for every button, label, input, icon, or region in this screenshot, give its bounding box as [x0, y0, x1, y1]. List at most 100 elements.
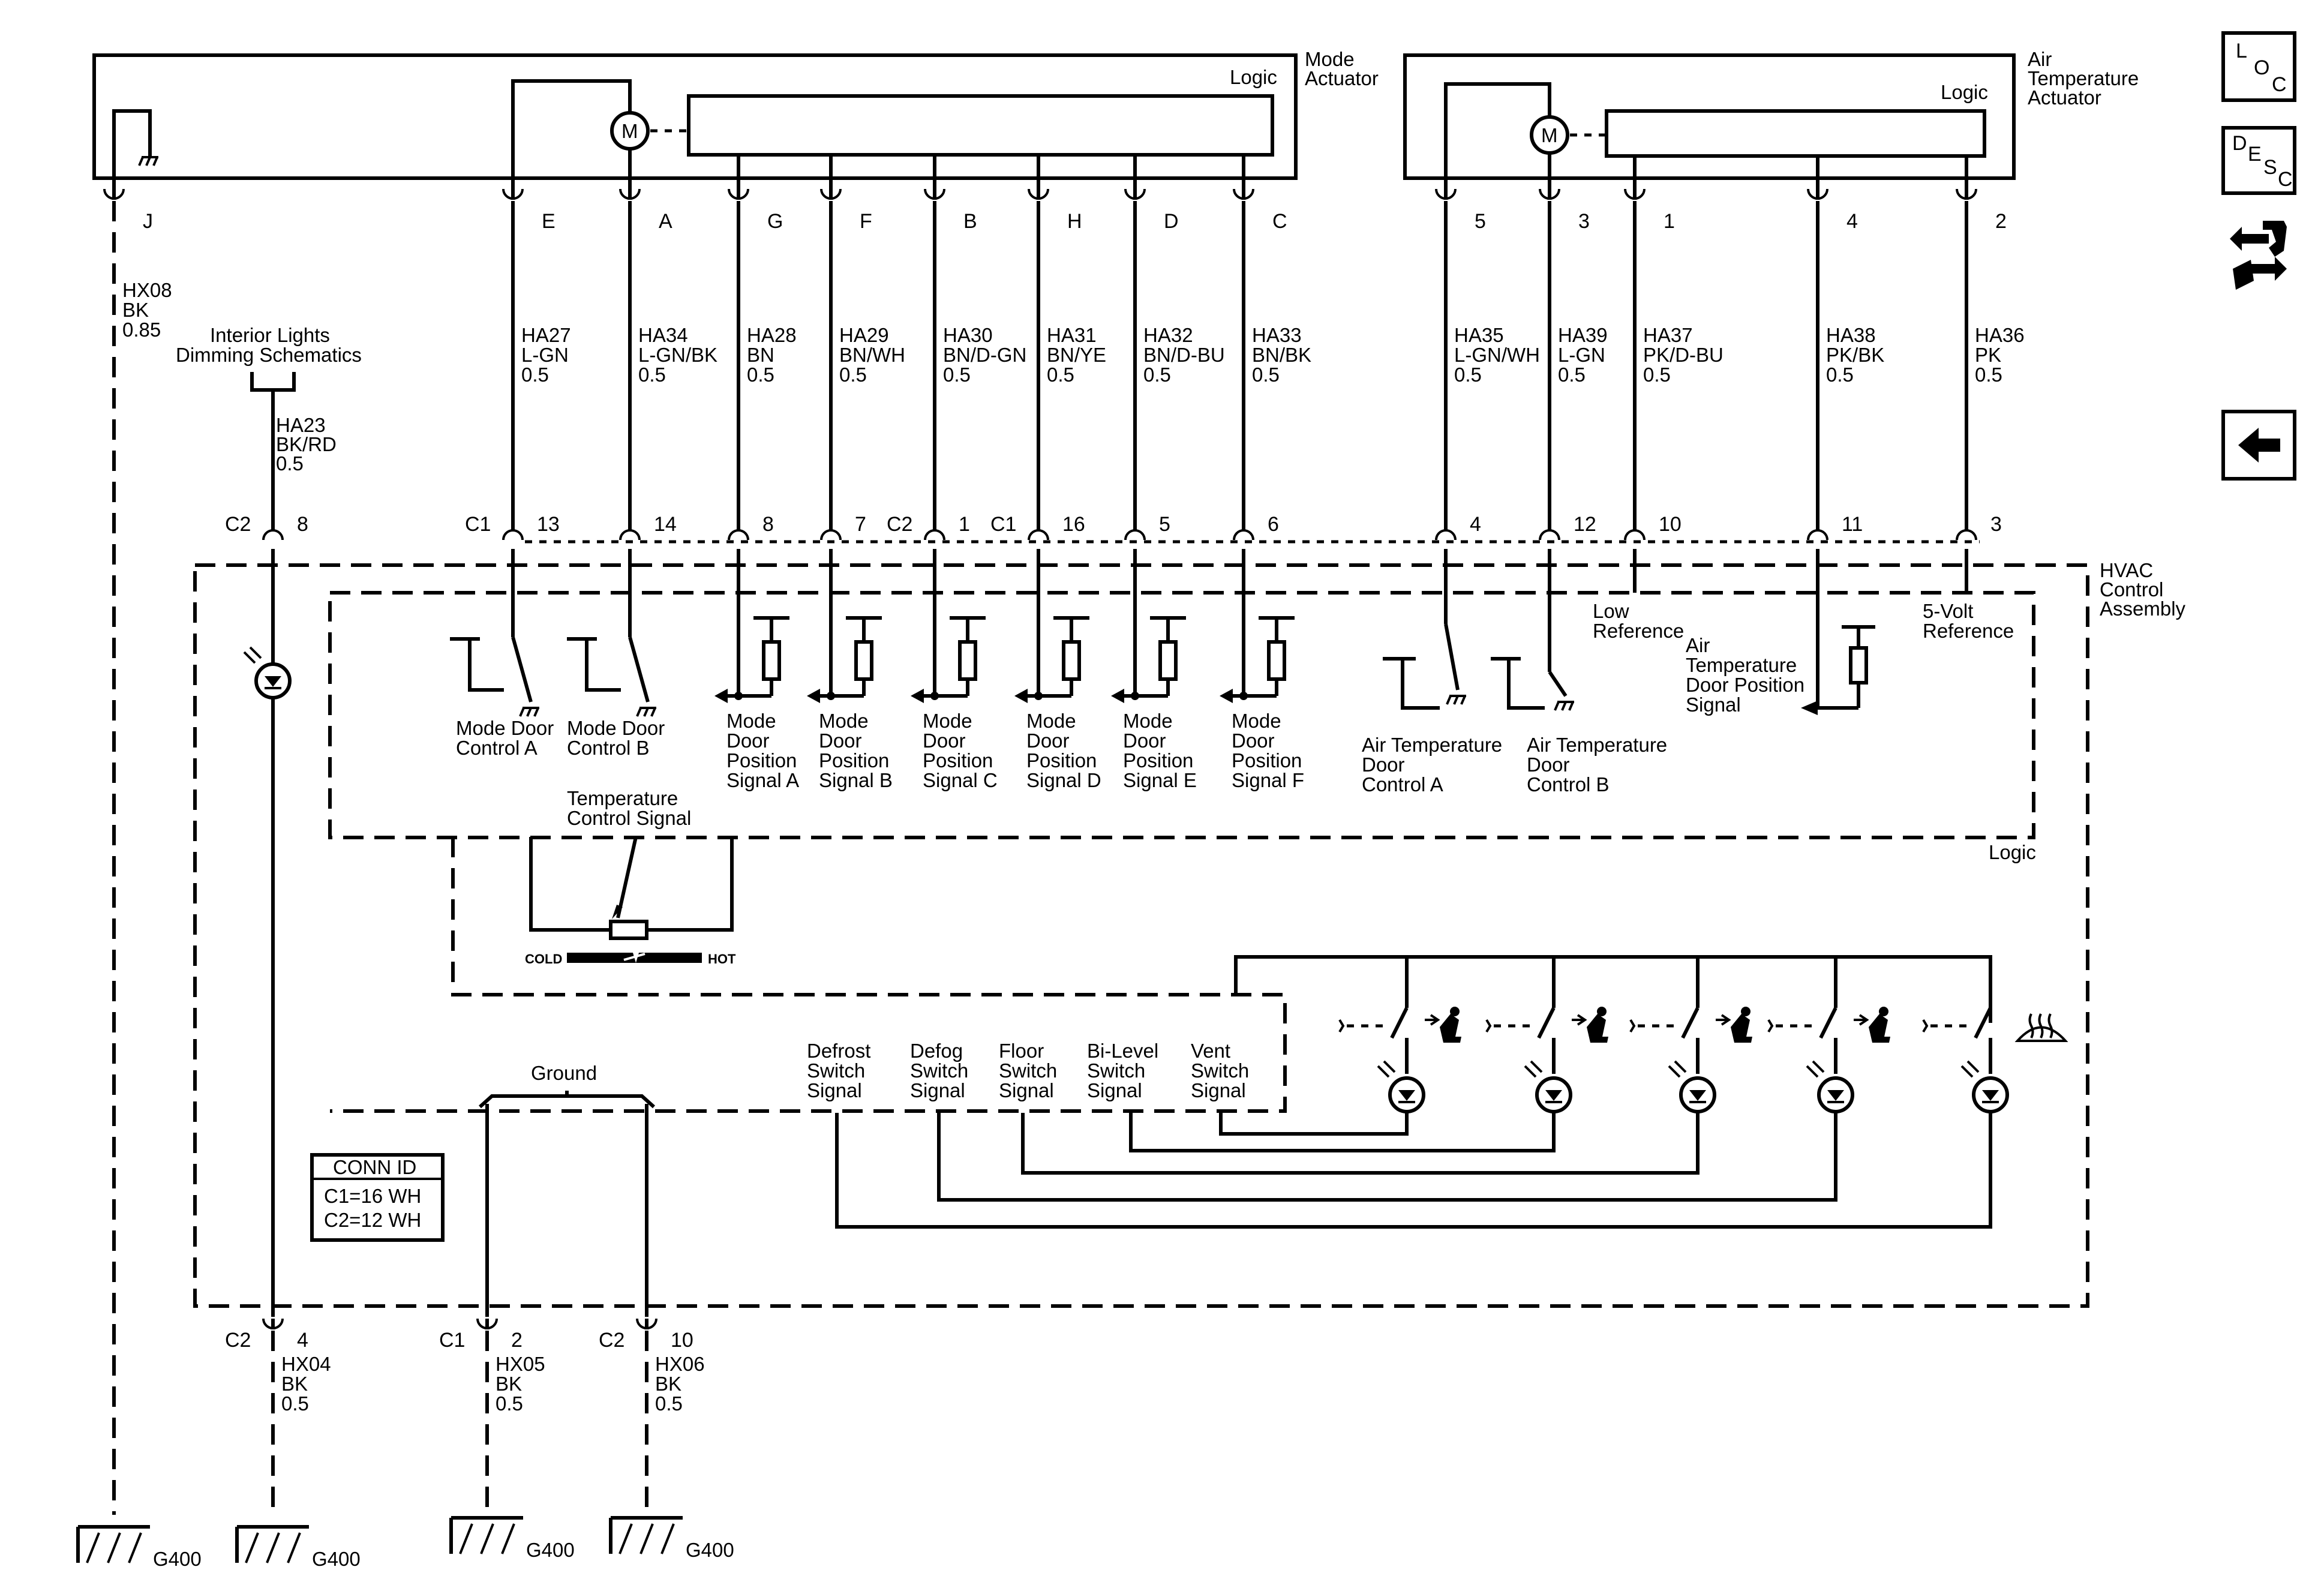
wire-circuit-label: HA31 — [1047, 324, 1097, 346]
wire-circuit-label: HA32 — [1143, 324, 1193, 346]
wire-circuit-label: HA33 — [1252, 324, 1302, 346]
indicator-led-icon — [1807, 1061, 1852, 1112]
air-door-b-label: Air Temperature — [1527, 734, 1667, 756]
hvac-pin-label: 12 — [1574, 513, 1596, 536]
position-signal-label: Door — [819, 730, 862, 752]
mode-door-a-label-2: Control A — [456, 737, 538, 759]
seat-glyph — [1587, 1014, 1608, 1043]
wire-circuit-label: HA34 — [638, 324, 688, 346]
hvac-pin-label: 14 — [654, 513, 677, 536]
floor-mode-icon — [1716, 1007, 1752, 1043]
signal-arrow-icon — [807, 689, 820, 703]
switch-actuator — [1485, 1019, 1492, 1033]
wire-color-label: PK/D-BU — [1643, 344, 1724, 366]
hvac-pin — [1539, 529, 1560, 541]
ground-label: G400 — [312, 1548, 361, 1570]
floor-label-2: Switch — [999, 1059, 1057, 1082]
description-button[interactable]: D E S C — [2221, 126, 2296, 195]
ha23-size: 0.5 — [276, 452, 304, 475]
switch-actuator — [1338, 1019, 1345, 1033]
hvac-pin — [619, 529, 641, 541]
position-signal-label: Mode — [923, 710, 972, 732]
air-actuator-logic-box — [1605, 109, 1986, 158]
pullup-resistor — [1267, 640, 1286, 681]
switch-contact — [1974, 1007, 1992, 1039]
position-signal-label: Position — [726, 749, 797, 772]
airflow-arrow-glyph — [1430, 1014, 1440, 1026]
air-position-label-2: Temperature — [1686, 654, 1797, 676]
hvac-label: HVAC — [2100, 559, 2153, 581]
mode-door-control-switches: Mode Door Control A Mode Door Control B — [450, 549, 665, 759]
air-actuator-label-3: Actuator — [2028, 86, 2101, 109]
ground-label: Ground — [531, 1062, 597, 1084]
five-volt-label-2: Reference — [1923, 620, 2014, 642]
location-button[interactable]: L O C — [2221, 31, 2296, 102]
interior-lights-label-2: Dimming Schematics — [176, 344, 362, 366]
desc-letter-c: C — [2278, 168, 2293, 191]
wire-circuit-label: HA29 — [839, 324, 889, 346]
defrost-label: Defrost — [807, 1040, 870, 1062]
actuator-pin — [1540, 189, 1559, 200]
mode-actuator-logic-box — [687, 94, 1274, 157]
hvac-label-3: Assembly — [2100, 598, 2186, 620]
bottom-wire-circuit: HX05 — [496, 1353, 545, 1375]
wire-size-label: 0.5 — [1143, 364, 1171, 386]
hvac-connector-label: C2 — [225, 513, 251, 536]
wire-color-label: BN — [747, 344, 774, 366]
wire-color-label: BN/YE — [1047, 344, 1106, 366]
ground-label: G400 — [153, 1548, 202, 1570]
hot-label: HOT — [708, 951, 736, 966]
five-volt-label: 5-Volt — [1923, 600, 1973, 622]
conn-id-c1: C1=16 WH — [324, 1185, 421, 1207]
mode-actuator-logic-label: Logic — [1230, 66, 1277, 88]
air-actuator-label: Air — [2028, 48, 2052, 70]
air-actuator-label-2: Temperature — [2028, 67, 2139, 89]
position-signal-label: Door — [923, 730, 966, 752]
ground-label: G400 — [686, 1539, 734, 1561]
position-signal-label: Door — [1123, 730, 1166, 752]
vent-label-3: Signal — [1191, 1079, 1246, 1101]
back-button[interactable] — [2221, 410, 2296, 481]
position-signal-label: Signal C — [923, 769, 998, 791]
switch-contact — [1681, 1007, 1700, 1039]
mode-switch-bank — [1234, 955, 2068, 1116]
actuator-pin-label: D — [1164, 210, 1179, 233]
position-signal-label: Signal E — [1123, 769, 1197, 791]
bottom-wire-circuit: HX04 — [281, 1353, 331, 1375]
pullup-resistor — [854, 640, 873, 681]
actuator-pin — [620, 189, 639, 200]
indicator-led-icon — [1378, 1061, 1424, 1112]
temp-signal-label: Temperature — [567, 787, 678, 809]
loc-letter-c: C — [2272, 73, 2287, 96]
hvac-pin-label: 3 — [1990, 513, 2002, 536]
hvac-pin — [1435, 529, 1457, 541]
bottom-pin — [263, 1319, 283, 1329]
seat-glyph — [1869, 1014, 1890, 1043]
interior-lights-reference[interactable]: Interior Lights Dimming Schematics HA23 … — [176, 324, 362, 531]
hvac-pin — [1624, 529, 1646, 541]
actuator-pin-label: G — [767, 210, 783, 233]
actuator-pin — [1957, 189, 1976, 200]
position-signal-label: Mode — [1123, 710, 1173, 732]
actuator-pin — [1029, 189, 1048, 200]
internal-ground: Ground — [478, 1062, 656, 1317]
head-glyph — [1741, 1007, 1750, 1016]
position-signal-label: Mode — [1026, 710, 1076, 732]
temperature-control: Temperature Control Signal COLD HOT — [525, 787, 736, 966]
position-signal-label: Door — [726, 730, 770, 752]
airflow-arrow-glyph — [1721, 1014, 1731, 1026]
hvac-pin-label: 13 — [537, 513, 560, 536]
actuator-pin — [1436, 189, 1455, 200]
actuator-pin — [729, 189, 748, 200]
hvac-pin-label: 4 — [1470, 513, 1481, 536]
connector-swap-icon[interactable] — [2227, 215, 2293, 293]
air-door-b-label-3: Control B — [1527, 773, 1610, 795]
mode-door-b-label-2: Control B — [567, 737, 650, 759]
wire-color-label: L-GN — [1558, 344, 1605, 366]
connector-id-box: CONN ID C1=16 WH C2=12 WH — [310, 1153, 445, 1242]
airflow-arrow-glyph — [1577, 1014, 1587, 1026]
